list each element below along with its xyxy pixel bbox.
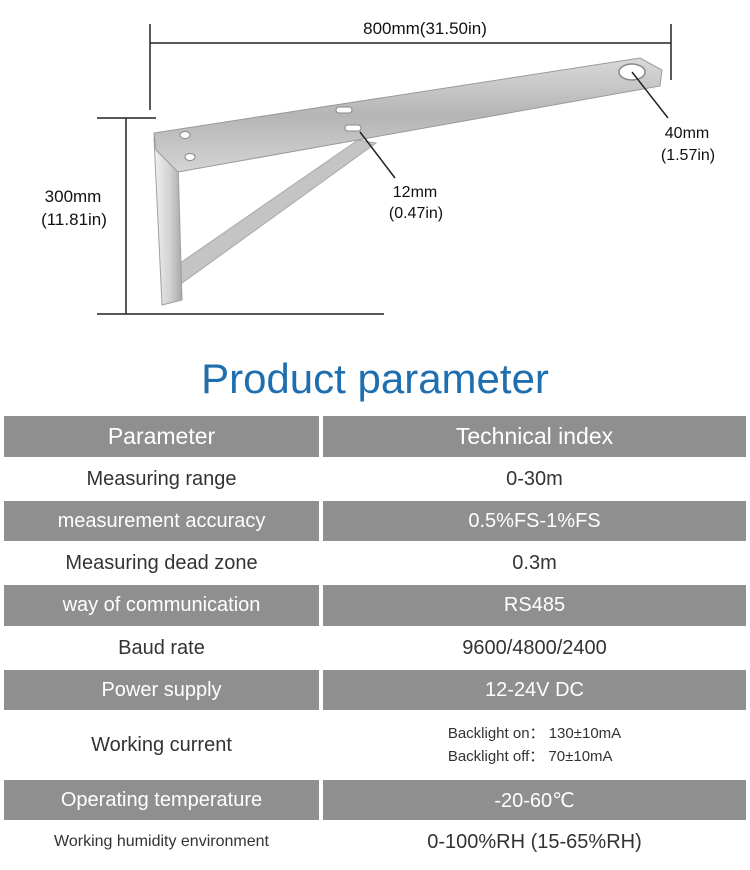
value-cell: Backlight on： 130±10mA Backlight off： 70… <box>323 712 746 778</box>
hole-in-label: (0.47in) <box>388 205 444 222</box>
table-row: Baud rate 9600/4800/2400 <box>4 628 746 669</box>
header-parameter: Parameter <box>4 416 319 457</box>
slot-hole-2 <box>344 124 362 132</box>
param-cell: Baud rate <box>4 628 319 669</box>
table-row: Measuring dead zone 0.3m <box>4 543 746 584</box>
value-cell: RS485 <box>323 585 746 626</box>
table-row: Working humidity environment 0-100%RH (1… <box>4 822 746 862</box>
table-header-row: Parameter Technical index <box>4 416 746 457</box>
table-row: Measuring range 0-30m <box>4 459 746 500</box>
table-row: Power supply 12-24V DC <box>4 670 746 710</box>
header-technical-index: Technical index <box>323 416 746 457</box>
param-cell: way of communication <box>4 585 319 626</box>
backlight-off-value: Backlight off： 70±10mA <box>447 748 613 765</box>
param-cell: Operating temperature <box>4 780 319 820</box>
param-cell: Measuring dead zone <box>4 543 319 584</box>
section-title: Product parameter <box>201 355 549 402</box>
working-current-values: Backlight on： 130±10mA Backlight off： 70… <box>448 722 621 768</box>
slot-hole-1 <box>335 106 353 114</box>
param-cell: measurement accuracy <box>4 501 319 541</box>
table-row: way of communication RS485 <box>4 585 746 626</box>
ring-mm-label: 40mm <box>664 125 710 142</box>
backlight-on-value: Backlight on： 130±10mA <box>447 725 622 742</box>
bracket-drawing <box>97 24 672 315</box>
height-in-label: (11.81in) <box>41 210 107 229</box>
hole-mm-label: 12mm <box>392 184 438 201</box>
value-cell: 0-100%RH (15-65%RH) <box>323 822 746 862</box>
param-cell: Working current <box>4 712 319 778</box>
length-label: 800mm(31.50in) <box>363 19 487 38</box>
value-cell: 9600/4800/2400 <box>323 628 746 669</box>
ring-in-label: (1.57in) <box>660 147 716 164</box>
value-cell: 12-24V DC <box>323 670 746 710</box>
table-row: measurement accuracy 0.5%FS-1%FS <box>4 501 746 541</box>
table-row: Working current Backlight on： 130±10mA B… <box>4 712 746 778</box>
mount-hole-2 <box>184 153 196 161</box>
horizontal-arm <box>153 57 663 173</box>
param-cell: Working humidity environment <box>4 822 319 862</box>
value-cell: -20-60℃ <box>323 780 746 820</box>
param-cell: Power supply <box>4 670 319 710</box>
mount-hole-1 <box>179 131 191 139</box>
height-mm-label: 300mm <box>44 187 102 206</box>
table-row: Operating temperature -20-60℃ <box>4 780 746 820</box>
value-cell: 0.5%FS-1%FS <box>323 501 746 541</box>
hole-callout-line <box>359 131 396 179</box>
param-cell: Measuring range <box>4 459 319 500</box>
value-cell: 0.3m <box>323 543 746 584</box>
ring-callout-line <box>631 71 669 119</box>
value-cell: 0-30m <box>323 459 746 500</box>
bracket-diagram: 800mm(31.50in) 300mm (11.81in) 12mm (0.4… <box>0 0 750 340</box>
